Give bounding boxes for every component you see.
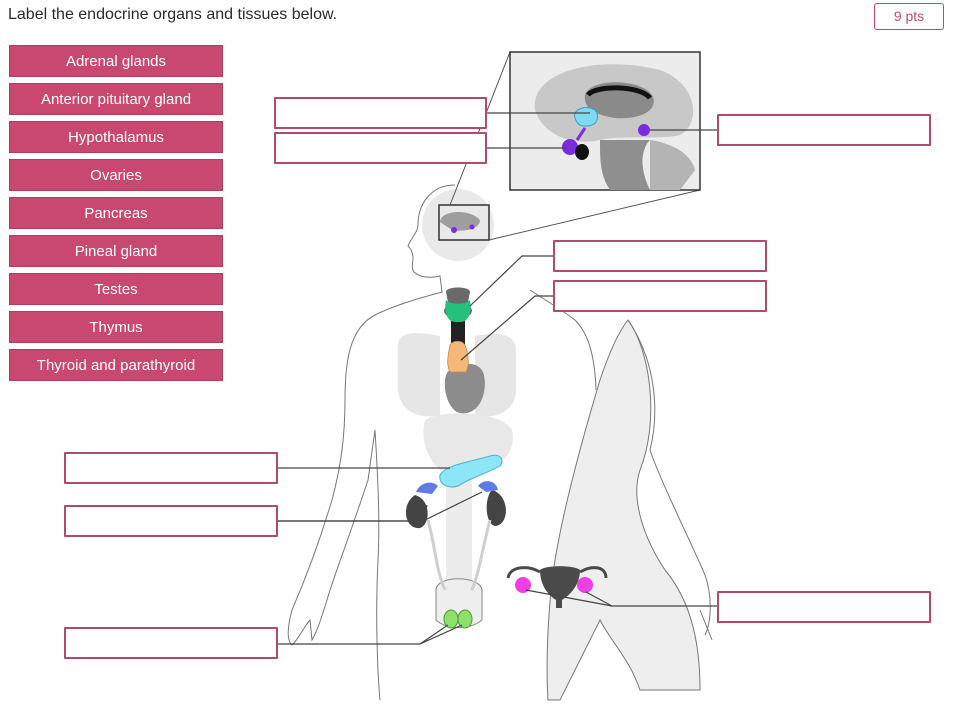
thymus-shape: [447, 340, 469, 373]
hypothalamus-shape: [574, 107, 599, 127]
female-silhouette: [546, 319, 701, 701]
heart-shape: [444, 363, 485, 414]
pituitary-shape: [562, 139, 578, 155]
testis-right-shape: [457, 609, 473, 629]
chip-pancreas[interactable]: Pancreas: [9, 197, 223, 229]
drop-target-testes[interactable]: [64, 627, 278, 659]
kidney-left: [405, 495, 428, 529]
chip-adrenal-glands[interactable]: Adrenal glands: [9, 45, 223, 77]
uterus-shape: [540, 566, 580, 608]
chip-thyroid-parathyroid[interactable]: Thyroid and parathyroid: [9, 349, 223, 381]
points-badge: 9 pts: [874, 3, 944, 30]
chip-testes[interactable]: Testes: [9, 273, 223, 305]
drop-target-pineal[interactable]: [717, 114, 931, 146]
ovary-right-shape: [577, 577, 593, 593]
drop-target-brain-upper[interactable]: [274, 97, 487, 129]
chip-thymus[interactable]: Thymus: [9, 311, 223, 343]
male-silhouette: [287, 184, 597, 701]
chip-ovaries[interactable]: Ovaries: [9, 159, 223, 191]
chip-hypothalamus[interactable]: Hypothalamus: [9, 121, 223, 153]
kidney-right: [486, 490, 506, 526]
pineal-shape: [638, 124, 650, 136]
adrenal-right-shape: [478, 481, 498, 492]
question-text: Label the endocrine organs and tissues b…: [8, 6, 338, 23]
drop-target-thymus[interactable]: [553, 280, 767, 312]
pancreas-shape: [439, 454, 503, 488]
chip-anterior-pituitary[interactable]: Anterior pituitary gland: [9, 83, 223, 115]
drop-target-brain-lower[interactable]: [274, 132, 487, 164]
chip-pineal-gland[interactable]: Pineal gland: [9, 235, 223, 267]
drop-target-ovaries[interactable]: [717, 591, 931, 623]
drop-target-adrenal[interactable]: [64, 505, 278, 537]
drop-target-thyroid[interactable]: [553, 240, 767, 272]
drop-target-pancreas[interactable]: [64, 452, 278, 484]
testis-left-shape: [443, 609, 459, 629]
adrenal-left-shape: [416, 482, 438, 494]
ovary-left-shape: [515, 577, 531, 593]
answer-bank: Adrenal glands Anterior pituitary gland …: [9, 45, 223, 387]
